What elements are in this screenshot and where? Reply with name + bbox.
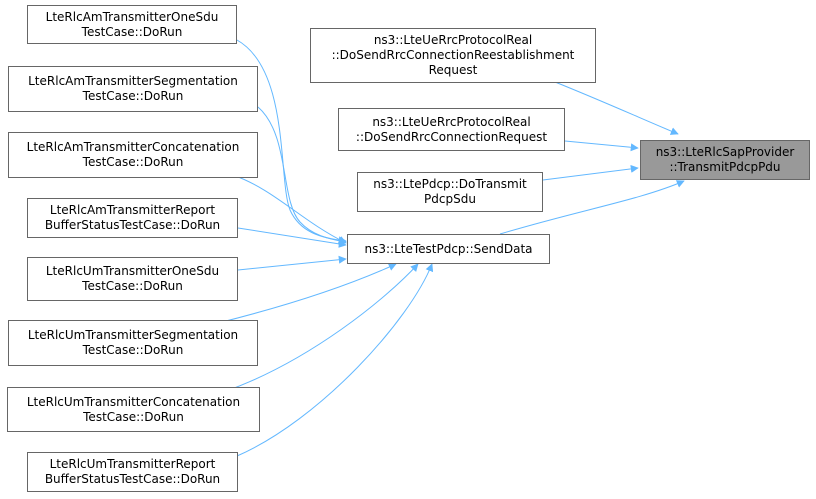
node-um-onesdu[interactable]: LteRlcUmTransmitterOneSdu TestCase::DoRu… — [27, 257, 238, 301]
edge-req-target — [564, 140, 639, 152]
node-um-segmentation[interactable]: LteRlcUmTransmitterSegmentation TestCase… — [8, 320, 258, 366]
node-am-concatenation[interactable]: LteRlcAmTransmitterConcatenation TestCas… — [8, 132, 258, 178]
node-am-segmentation[interactable]: LteRlcAmTransmitterSegmentation TestCase… — [8, 66, 258, 112]
edge-pdcp-target — [542, 164, 639, 181]
edge-n2-send — [257, 106, 347, 245]
edge-n7-send — [228, 263, 419, 391]
node-reestablishment-request[interactable]: ns3::LteUeRrcProtocolReal ::DoSendRrcCon… — [310, 28, 596, 83]
edge-n4-send — [237, 227, 347, 248]
edge-n3-send — [232, 174, 347, 244]
edge-n6-send — [217, 263, 397, 324]
edge-n5-send — [237, 255, 347, 271]
node-am-report[interactable]: LteRlcAmTransmitterReport BufferStatusTe… — [27, 198, 238, 238]
edge-n8-send — [236, 263, 434, 457]
node-am-onesdu[interactable]: LteRlcAmTransmitterOneSdu TestCase::DoRu… — [27, 5, 237, 44]
node-connection-request[interactable]: ns3::LteUeRrcProtocolReal ::DoSendRrcCon… — [338, 108, 565, 151]
edge-send-target — [499, 180, 685, 235]
node-transmit-pdcp-pdu[interactable]: ns3::LteRlcSapProvider ::TransmitPdcpPdu — [640, 140, 810, 180]
edge-reest-target — [554, 81, 679, 135]
node-um-concatenation[interactable]: LteRlcUmTransmitterConcatenation TestCas… — [7, 387, 260, 432]
node-pdcp-transmit[interactable]: ns3::LtePdcp::DoTransmit PdcpSdu — [357, 172, 543, 212]
node-um-report[interactable]: LteRlcUmTransmitterReport BufferStatusTe… — [27, 452, 238, 492]
node-send-data[interactable]: ns3::LteTestPdcp::SendData — [347, 234, 550, 264]
